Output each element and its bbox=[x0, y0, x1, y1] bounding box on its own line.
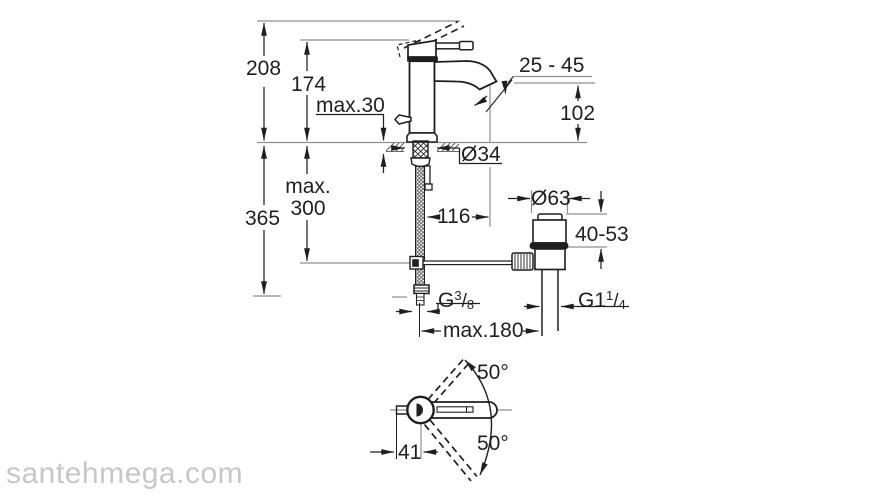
waste-thread-denominator: 4 bbox=[618, 297, 626, 312]
handle-raised-dashed bbox=[403, 20, 465, 54]
pop-up-rod bbox=[423, 165, 431, 185]
dim-swing-lower: 50° bbox=[477, 432, 509, 455]
threaded-shank bbox=[412, 140, 429, 159]
dim-spout-reach: 116 bbox=[437, 205, 471, 228]
mounting-nut bbox=[410, 157, 431, 168]
dim-hose-depth-max: max. 300 bbox=[285, 175, 331, 220]
dim-waste-deck-range: 40-53 bbox=[575, 223, 629, 246]
dim-supply-thread: G3/8 bbox=[438, 285, 474, 315]
supply-thread-numerator: 3 bbox=[454, 288, 462, 303]
dim-supply-span-max: max.180 bbox=[443, 319, 524, 342]
waste-thread-slash: / bbox=[613, 291, 619, 312]
dim-overall-height: 208 bbox=[246, 57, 282, 80]
spout bbox=[433, 60, 498, 91]
lever-plan bbox=[430, 401, 498, 419]
waste-thread-prefix: G1 bbox=[578, 289, 607, 312]
watermark: santehmega.com bbox=[6, 457, 244, 490]
handle-top-view bbox=[395, 357, 498, 482]
dim-aerator-range: 25 - 45 bbox=[519, 54, 585, 77]
supply-thread-slash: / bbox=[461, 291, 467, 312]
pop-up-lever bbox=[393, 114, 412, 125]
swing-arc bbox=[464, 359, 493, 476]
dim-waste-flange-dia: Ø63 bbox=[531, 187, 571, 210]
faucet-side-view bbox=[393, 20, 514, 143]
dim-hole-diameter: Ø34 bbox=[461, 143, 501, 166]
handle-swing-dashed bbox=[423, 357, 478, 482]
dim-deck-max: max.30 bbox=[316, 94, 385, 117]
dim-lever-height: 174 bbox=[291, 73, 327, 96]
hose-nut bbox=[413, 284, 430, 295]
dim-swing-upper: 50° bbox=[477, 361, 509, 384]
waste-assembly bbox=[511, 213, 569, 336]
under-counter-parts bbox=[409, 140, 514, 306]
dim-install-depth: 365 bbox=[245, 207, 281, 230]
dim-handle-offset: 41 bbox=[398, 441, 422, 464]
dim-waste-thread: G11/4 bbox=[578, 285, 626, 315]
waste-thread-numerator: 1 bbox=[606, 288, 614, 303]
supply-thread-denominator: 8 bbox=[466, 297, 475, 312]
dim-outlet-height: 102 bbox=[560, 102, 596, 125]
supply-thread-end bbox=[415, 292, 425, 306]
linkage-rod bbox=[421, 260, 514, 266]
dimension-lines bbox=[261, 22, 629, 459]
supply-thread-prefix: G bbox=[438, 289, 455, 312]
waste-knob bbox=[511, 252, 534, 271]
